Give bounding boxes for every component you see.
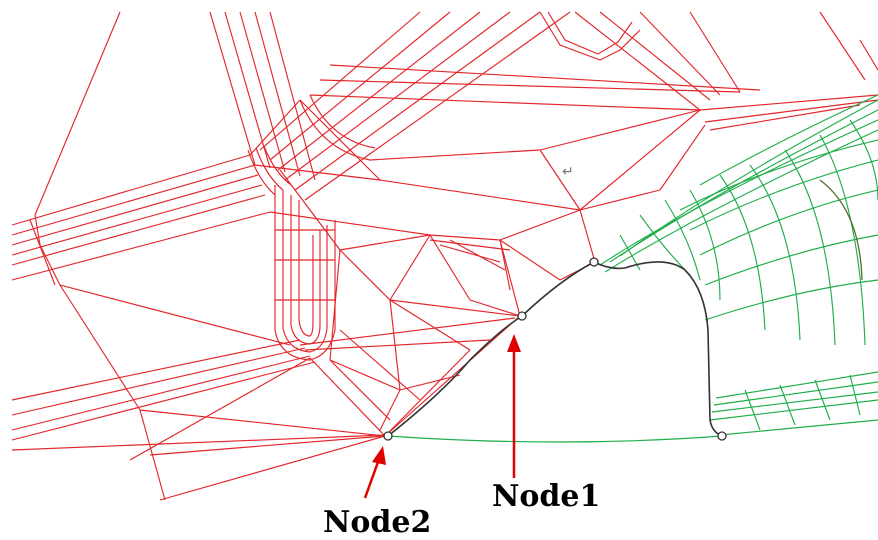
node2-label: Node2 (323, 505, 431, 540)
red-mesh (11, 11, 878, 501)
hole-boundary (387, 261, 723, 437)
node1-arrow (507, 334, 521, 478)
inner-edge (819, 179, 863, 281)
node1-marker (517, 311, 527, 321)
node1-label: Node1 (492, 479, 600, 514)
paragraph-mark: ↵ (562, 164, 574, 180)
node2-marker (383, 431, 393, 441)
node-right (717, 431, 727, 441)
green-mesh (387, 94, 878, 443)
node2-arrow (363, 446, 386, 499)
node-top (589, 257, 599, 267)
